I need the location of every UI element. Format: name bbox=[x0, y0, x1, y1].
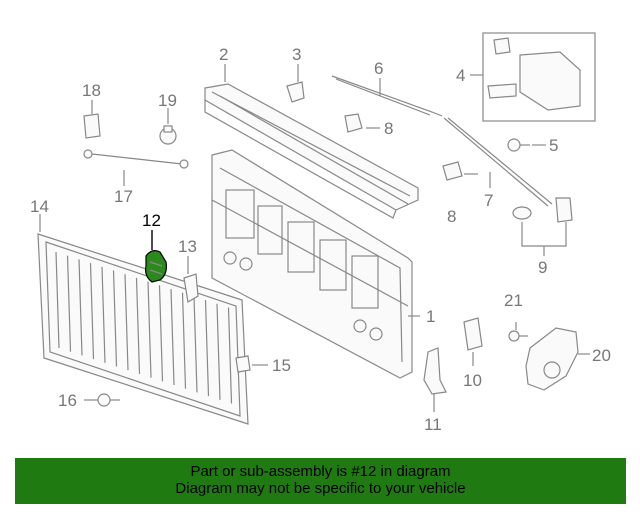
part-8-block-upper bbox=[344, 113, 363, 133]
shell-rib bbox=[158, 285, 164, 382]
callout-18: 18 bbox=[82, 81, 101, 100]
callout-21: 21 bbox=[504, 291, 523, 310]
part-6-rod bbox=[331, 75, 443, 117]
part-8-block-lower bbox=[442, 161, 463, 181]
shell-rib bbox=[124, 274, 129, 371]
part-1-inner-panel bbox=[211, 149, 413, 379]
callout-labels: 1 2 3 4 5 6 7 8 8 9 10 11 12 13 14 15 16… bbox=[30, 45, 611, 434]
part-21-bolt bbox=[508, 330, 528, 342]
footer-line-2: Diagram may not be specific to your vehi… bbox=[175, 480, 466, 497]
part-19-pivot bbox=[159, 125, 177, 145]
shell-rib bbox=[216, 303, 221, 400]
callout-8-upper: 8 bbox=[384, 119, 393, 138]
shell-rib bbox=[181, 292, 187, 389]
part-17-cable bbox=[83, 149, 189, 169]
part-14-outer-shell bbox=[37, 233, 249, 425]
part-10-hinge-plate bbox=[463, 317, 483, 351]
footer-banner: Part or sub-assembly is #12 in diagram D… bbox=[15, 458, 626, 504]
part-2-tailgate-cap bbox=[204, 83, 419, 219]
callout-3: 3 bbox=[292, 45, 301, 64]
shell-rib bbox=[193, 296, 198, 393]
shell-rib bbox=[204, 300, 210, 397]
callout-10: 10 bbox=[463, 371, 482, 390]
callout-13: 13 bbox=[178, 237, 197, 256]
part-9-latch-right bbox=[555, 197, 573, 223]
part-9-latch-left bbox=[512, 206, 532, 220]
callout-17: 17 bbox=[114, 187, 133, 206]
callout-9: 9 bbox=[538, 258, 547, 277]
shell-rib bbox=[112, 270, 118, 367]
shell-rib bbox=[170, 288, 175, 386]
callout-16: 16 bbox=[58, 391, 77, 410]
callout-5: 5 bbox=[549, 136, 558, 155]
callout-4: 4 bbox=[456, 66, 465, 85]
part-7-rod bbox=[443, 117, 553, 207]
shell-rib bbox=[89, 263, 95, 360]
part-4-latch-assembly bbox=[482, 32, 596, 122]
leader-lines bbox=[39, 64, 590, 412]
callout-15: 15 bbox=[272, 356, 291, 375]
callout-6: 6 bbox=[374, 59, 383, 78]
shell-rib bbox=[66, 255, 72, 352]
callout-7: 7 bbox=[484, 191, 493, 210]
callout-12[interactable]: 12 bbox=[142, 211, 161, 230]
callout-1: 1 bbox=[426, 307, 435, 326]
part-5-bolt bbox=[507, 138, 530, 152]
callout-11: 11 bbox=[424, 415, 442, 434]
part-12-highlighted[interactable] bbox=[145, 250, 167, 283]
part-20-hinge-bracket bbox=[525, 327, 579, 391]
callout-19: 19 bbox=[158, 91, 177, 110]
callout-2: 2 bbox=[219, 45, 228, 64]
shell-rib bbox=[147, 281, 152, 378]
part-13-bracket bbox=[183, 273, 199, 303]
callout-20: 20 bbox=[592, 346, 611, 365]
shell-rib bbox=[55, 251, 60, 349]
shell-rib bbox=[101, 266, 106, 363]
callout-14: 14 bbox=[30, 197, 49, 216]
part-18-bumper bbox=[83, 113, 101, 139]
part-11-hinge bbox=[423, 347, 447, 395]
part-16-bolt bbox=[97, 393, 120, 407]
shell-rib bbox=[227, 307, 233, 404]
callout-8-lower: 8 bbox=[447, 207, 456, 226]
shell-rib bbox=[135, 277, 141, 374]
footer-line-1: Part or sub-assembly is #12 in diagram bbox=[190, 463, 451, 480]
part-3-clip bbox=[286, 81, 305, 103]
part-15-clip bbox=[235, 355, 251, 373]
shell-rib bbox=[78, 259, 83, 356]
